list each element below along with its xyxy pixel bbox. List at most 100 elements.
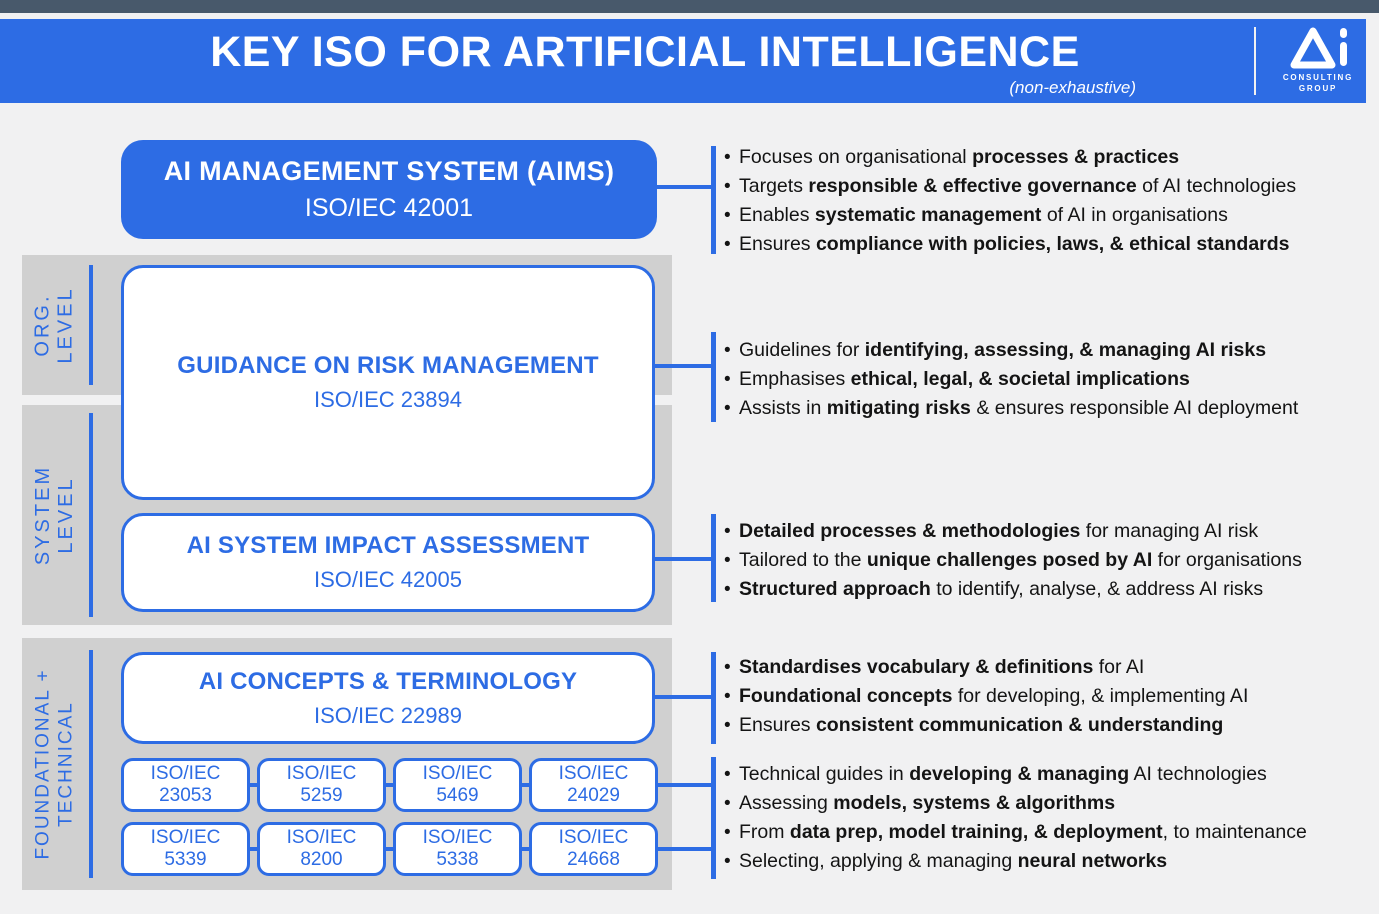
bullet-dot: • — [724, 793, 731, 814]
bullet-text: Targets responsible & effective governan… — [739, 175, 1297, 197]
standard-org: ISO/IEC — [150, 827, 221, 848]
foundational-label-line2: TECHNICAL — [56, 701, 78, 827]
bullet-item: •From data prep, model training, & deplo… — [724, 818, 1372, 847]
bullet-dot: • — [724, 715, 731, 736]
bullet-dot: • — [724, 176, 731, 197]
bullet-text: Assessing models, systems & algorithms — [739, 792, 1116, 814]
bullet-item: •Ensures compliance with policies, laws,… — [724, 230, 1372, 259]
bullets-risk: • Guidelines for identifying, assessing, … — [724, 336, 1372, 423]
standard-number: 24029 — [567, 785, 620, 806]
system-level-rule — [89, 413, 93, 617]
bullet-text: Enables systematic management of AI in o… — [739, 204, 1228, 226]
ai-consulting-group-logo: CONSULTING GROUP — [1272, 24, 1364, 100]
box-risk-title: GUIDANCE ON RISK MANAGEMENT — [177, 352, 599, 379]
bullet-text: Focuses on organisational processes & pr… — [739, 146, 1180, 168]
logo-caption: CONSULTING GROUP — [1272, 72, 1364, 94]
bullet-dot: • — [724, 851, 731, 872]
bullet-text: Tailored to the unique challenges posed … — [739, 549, 1302, 571]
standard-number: 24668 — [567, 849, 620, 870]
bullet-item: • Selecting, applying & managing neural n… — [724, 847, 1372, 876]
bullet-dot: • — [724, 234, 731, 255]
box-impact-code: ISO/IEC 42005 — [314, 567, 462, 592]
box-aims-title: AI MANAGEMENT SYSTEM (AIMS) — [163, 156, 615, 186]
bullet-text: Foundational concepts for developing, & … — [739, 685, 1249, 707]
bullet-bar-concepts — [711, 652, 716, 744]
bullet-text: Technical guides in developing & managin… — [739, 763, 1267, 785]
ai-logo-icon — [1290, 27, 1347, 69]
box-concepts-title: AI CONCEPTS & TERMINOLOGY — [198, 667, 578, 695]
bullets-aims: • Focuses on organisational processes & p… — [724, 143, 1372, 259]
bullet-text: Guidelines for identifying, assessing, &… — [739, 339, 1267, 361]
bullet-item: •Detailed processes & methodologies for … — [724, 517, 1372, 546]
bullets-technical: • Technical guides in developing & managi… — [724, 760, 1372, 876]
bullet-text: Structured approach to identify, analyse… — [739, 578, 1264, 600]
bullet-text: Detailed processes & methodologies for m… — [739, 520, 1259, 542]
header-divider — [1254, 27, 1256, 95]
box-impact-title: AI SYSTEM IMPACT ASSESSMENT — [186, 532, 590, 559]
system-level-label: SYSTEM LEVEL — [24, 405, 86, 625]
standard-org: ISO/IEC — [422, 827, 493, 848]
bullet-item: • Targets responsible & effective governa… — [724, 172, 1372, 201]
connector-aims — [654, 185, 712, 189]
org-level-label-line2: LEVEL — [55, 286, 78, 364]
page-subtitle: (non-exhaustive) — [1009, 78, 1136, 97]
bullet-item: •Focuses on organisational processes & p… — [724, 143, 1372, 172]
box-risk-management: GUIDANCE ON RISK MANAGEMENT ISO/IEC 2389… — [121, 265, 655, 500]
bullet-dot: • — [724, 398, 731, 419]
bullet-item: •Guidelines for identifying, assessing, … — [724, 336, 1372, 365]
standard-number: 5469 — [436, 785, 479, 806]
bullet-text: Emphasises ethical, legal, & societal im… — [739, 368, 1190, 390]
system-level-label-line2: LEVEL — [55, 476, 77, 554]
bullet-item: • Assessing models, systems & algorithms — [724, 789, 1372, 818]
foundational-technical-rule — [89, 650, 93, 878]
bullet-text: Ensures consistent communication & under… — [739, 714, 1224, 736]
logo-caption-line1: CONSULTING — [1282, 73, 1354, 82]
standard-number: 5339 — [164, 849, 207, 870]
connector-concepts — [652, 695, 712, 699]
bullet-item: • Technical guides in developing & managi… — [724, 760, 1372, 789]
standard-org: ISO/IEC — [422, 763, 493, 784]
bullet-item: •Emphasises ethical, legal, & societal i… — [724, 365, 1372, 394]
bullet-item: • Tailored to the unique challenges posed… — [724, 546, 1372, 575]
box-aims-code: ISO/IEC 42001 — [304, 194, 474, 222]
bullet-text: From data prep, model training, & deploy… — [739, 821, 1307, 843]
bullet-item: • Structured approach to identify, analys… — [724, 575, 1372, 604]
standard-org: ISO/IEC — [558, 763, 629, 784]
bullet-text: Selecting, applying & managing neural ne… — [739, 850, 1168, 872]
standard-number: 5338 — [436, 849, 479, 870]
bullet-item: • Foundational concepts for developing, &… — [724, 682, 1372, 711]
bullet-item: • Ensures consistent communication & unde… — [724, 711, 1372, 740]
standard-org: ISO/IEC — [286, 763, 357, 784]
bullet-bar-technical — [711, 757, 716, 879]
org-level-label: ORG. LEVEL — [24, 255, 86, 395]
bullet-dot: • — [724, 550, 731, 571]
system-level-label-line1: SYSTEM — [32, 464, 54, 566]
box-concepts-terminology: AI CONCEPTS & TERMINOLOGY ISO/IEC 22989 — [121, 652, 655, 744]
connector-impact — [652, 557, 712, 561]
bullets-impact: • Detailed processes & methodologies for … — [724, 517, 1372, 604]
standard-org: ISO/IEC — [558, 827, 629, 848]
top-accent-bar — [0, 0, 1379, 13]
standard-org: ISO/IEC — [286, 827, 357, 848]
bullet-bar-aims — [711, 146, 716, 254]
box-aims: AI MANAGEMENT SYSTEM (AIMS) ISO/IEC 4200… — [121, 140, 657, 239]
standard-org: ISO/IEC — [150, 763, 221, 784]
bullets-concepts: •Standardises vocabulary & definitions f… — [724, 653, 1372, 740]
standard-number: 23053 — [159, 785, 212, 806]
page-title: KEY ISO FOR ARTIFICIAL INTELLIGENCE — [210, 28, 1080, 76]
foundational-technical-label: FOUNDATIONAL + TECHNICAL — [24, 638, 86, 890]
box-impact-assessment: AI SYSTEM IMPACT ASSESSMENT ISO/IEC 4200… — [121, 513, 655, 612]
bullet-dot: • — [724, 764, 731, 785]
bullet-dot: • — [724, 686, 731, 707]
connector-risk — [652, 364, 712, 368]
bullet-item: •Enables systematic management of AI in … — [724, 201, 1372, 230]
bullet-dot: • — [724, 579, 731, 600]
